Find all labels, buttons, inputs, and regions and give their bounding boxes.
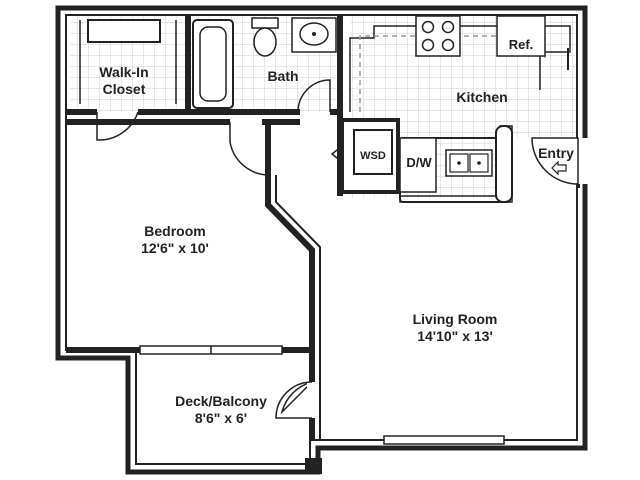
kitchen-label: Kitchen (456, 89, 508, 105)
walk-in-closet-label: Walk-In Closet (92, 64, 156, 98)
sink-drain (312, 32, 316, 36)
peninsula-top-rail (495, 125, 513, 203)
walk-in-closet-label-line1: Walk-In (99, 64, 149, 80)
bathtub-basin (199, 26, 227, 102)
living-room-dimensions: 14'10" x 13' (417, 327, 493, 344)
refrigerator-label: Ref. (508, 37, 534, 52)
hall-diagonal-wall (265, 175, 315, 440)
bedroom-dimensions: 12'6" x 10' (141, 239, 209, 256)
wsd-door (330, 145, 343, 163)
deck-balcony-dimensions: 8'6" x 6' (194, 409, 248, 426)
corner-post (305, 458, 322, 474)
wsd-unit (353, 129, 393, 175)
deck-door-gap (307, 382, 317, 418)
burner-icon-1 (421, 20, 435, 34)
toilet-tank (251, 17, 279, 29)
bedroom-label: Bedroom 12'6" x 10' (120, 223, 230, 257)
toilet-bowl (253, 27, 277, 57)
hall-diagonal-wall-inner (275, 175, 321, 440)
walk-in-closet-label-line2: Closet (102, 80, 146, 97)
burner-icon-4 (441, 38, 455, 52)
dishwasher-label: D/W (406, 155, 432, 170)
closet-door (96, 111, 139, 141)
living-room-name: Living Room (412, 311, 498, 327)
burner-icon-3 (421, 38, 435, 52)
living-room-label: Living Room 14'10" x 13' (400, 311, 510, 345)
range (415, 15, 461, 57)
deck-balcony-label: Deck/Balcony 8'6" x 6' (166, 393, 276, 427)
refrigerator (496, 15, 546, 57)
deck-door-arc (275, 381, 313, 419)
bath-label: Bath (267, 68, 299, 84)
arrow-left-icon (551, 160, 567, 176)
washer-dryer-label: WSD (360, 150, 386, 162)
living-room-window (383, 435, 505, 445)
sink-drain-left (457, 161, 461, 165)
entry-label: Entry (538, 145, 574, 161)
dishwasher (399, 137, 437, 193)
closet-shelf-top (87, 19, 161, 43)
sink-drain-right (477, 161, 481, 165)
bath-door (297, 79, 331, 113)
bedroom-door (229, 122, 269, 176)
burner-icon-2 (441, 20, 455, 34)
bedroom-name: Bedroom (144, 223, 206, 239)
deck-balcony-name: Deck/Balcony (175, 393, 267, 409)
entry-door (531, 137, 579, 185)
